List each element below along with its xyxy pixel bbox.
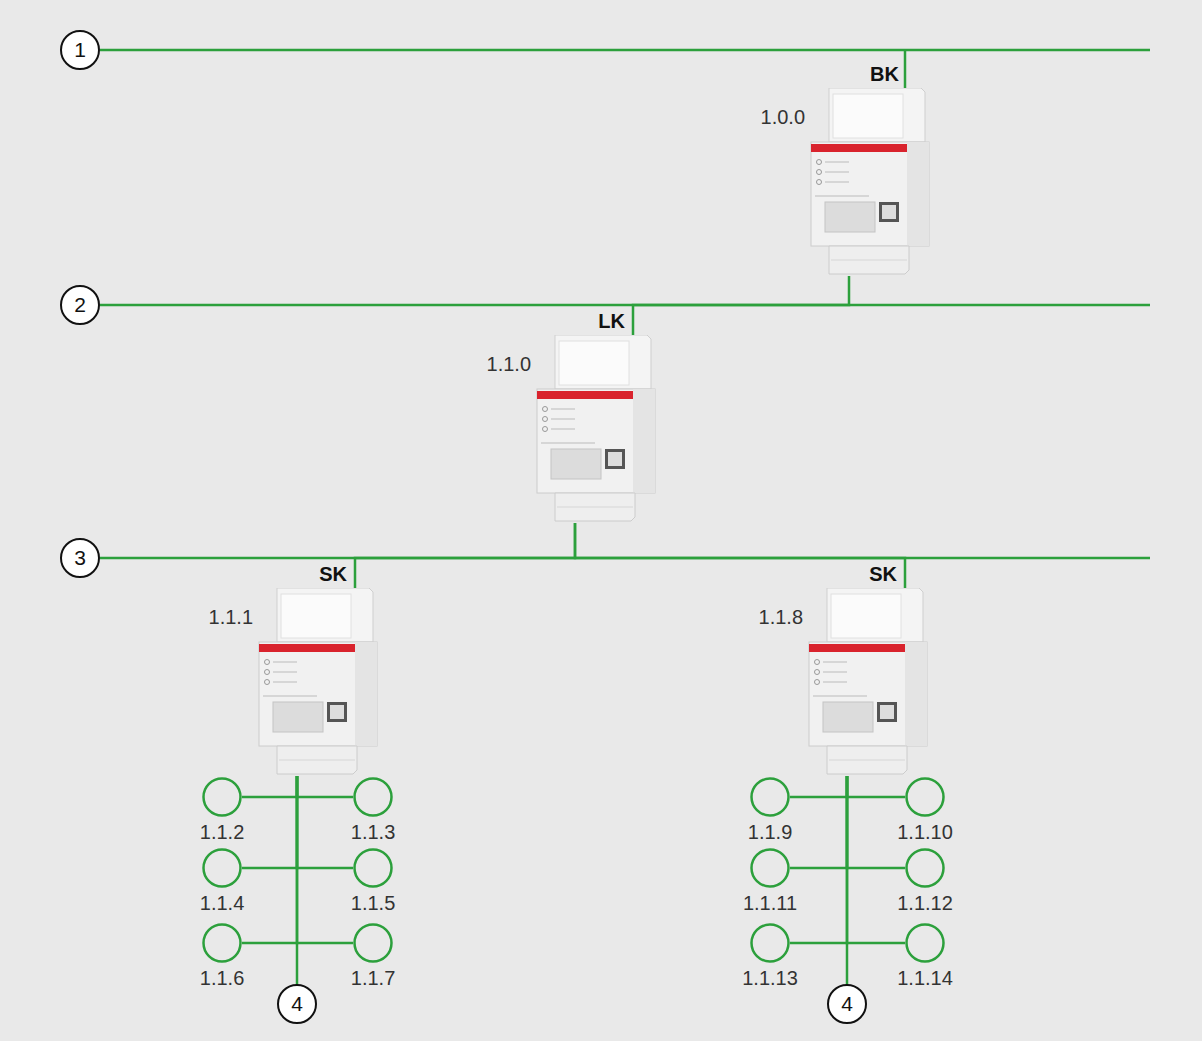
bus-device: 1.1.5 <box>353 848 393 888</box>
physical-address: 1.1.0 <box>487 353 531 375</box>
din-module <box>809 588 927 774</box>
trunk-end <box>296 943 299 985</box>
bus-connector <box>297 776 353 868</box>
bus-connector <box>297 776 353 943</box>
physical-address: 1.1.9 <box>748 821 792 843</box>
bus-device: 1.1.10 <box>905 777 945 817</box>
din-module <box>811 88 929 274</box>
physical-address: 1.1.8 <box>759 606 803 628</box>
device-circle <box>905 923 945 963</box>
device-circle <box>353 777 393 817</box>
callout-number: 4 <box>277 984 317 1024</box>
callout-circle <box>61 539 99 577</box>
device-circle <box>202 848 242 888</box>
coupler-type: SK <box>869 563 897 585</box>
physical-address: 1.1.13 <box>742 967 798 989</box>
callout-circle <box>61 286 99 324</box>
physical-address: 1.0.0 <box>761 106 805 128</box>
bus-connector <box>242 776 297 868</box>
device-circle <box>905 848 945 888</box>
callout-circle <box>61 31 99 69</box>
physical-address: 1.1.14 <box>897 967 953 989</box>
bus-connector <box>790 776 847 943</box>
physical-address: 1.1.6 <box>200 967 244 989</box>
callout-number: 3 <box>60 538 100 578</box>
bus-connector <box>242 776 297 797</box>
callout-circle <box>278 985 316 1023</box>
bus-device: 1.1.11 <box>750 848 790 888</box>
device-illustration <box>257 588 379 776</box>
bus-device: 1.1.13 <box>750 923 790 963</box>
physical-address: 1.1.3 <box>351 821 395 843</box>
bus-connector <box>847 776 905 868</box>
bus-connector <box>790 776 847 868</box>
trunk-end <box>846 943 849 985</box>
physical-address: 1.1.7 <box>351 967 395 989</box>
physical-address: 1.1.10 <box>897 821 953 843</box>
device-circle <box>202 777 242 817</box>
din-module <box>537 335 655 521</box>
device-circle <box>202 923 242 963</box>
coupler-device: BK1.0.0 <box>809 88 931 276</box>
callout-number: 2 <box>60 285 100 325</box>
bus-connector <box>575 523 905 588</box>
coupler-tap <box>904 50 907 88</box>
bus-device: 1.1.6 <box>202 923 242 963</box>
device-circle <box>750 777 790 817</box>
callout-number: 4 <box>827 984 867 1024</box>
device-illustration <box>535 335 657 523</box>
physical-address: 1.1.1 <box>209 606 253 628</box>
device-circle <box>353 923 393 963</box>
coupler-device: SK1.1.1 <box>257 588 379 776</box>
bus-connector <box>847 776 905 797</box>
bus-connector <box>242 776 297 943</box>
device-circle <box>353 848 393 888</box>
bus-device: 1.1.7 <box>353 923 393 963</box>
device-circle <box>750 848 790 888</box>
main-line <box>100 304 1150 307</box>
bus-device: 1.1.12 <box>905 848 945 888</box>
device-illustration <box>809 88 931 276</box>
bus-connector <box>355 523 575 588</box>
bus-connector <box>847 776 905 943</box>
device-illustration <box>807 588 929 776</box>
bus-connector <box>633 276 849 335</box>
device-circle <box>750 923 790 963</box>
physical-address: 1.1.4 <box>200 892 244 914</box>
physical-address: 1.1.11 <box>743 892 797 914</box>
coupler-device: SK1.1.8 <box>807 588 929 776</box>
callout-number: 1 <box>60 30 100 70</box>
coupler-device: LK1.1.0 <box>535 335 657 523</box>
physical-address: 1.1.2 <box>200 821 244 843</box>
din-module <box>259 588 377 774</box>
backbone-line <box>100 49 1150 52</box>
bus-connector <box>790 776 847 797</box>
physical-address: 1.1.5 <box>351 892 395 914</box>
bus-device: 1.1.3 <box>353 777 393 817</box>
coupler-type: BK <box>870 63 899 85</box>
coupler-type: SK <box>319 563 347 585</box>
bus-device: 1.1.9 <box>750 777 790 817</box>
bus-device: 1.1.4 <box>202 848 242 888</box>
coupler-type: LK <box>598 310 625 332</box>
bus-device: 1.1.2 <box>202 777 242 817</box>
physical-address: 1.1.12 <box>897 892 953 914</box>
bus-connector <box>297 776 353 797</box>
callout-circle <box>828 985 866 1023</box>
bus-device: 1.1.14 <box>905 923 945 963</box>
device-circle <box>905 777 945 817</box>
